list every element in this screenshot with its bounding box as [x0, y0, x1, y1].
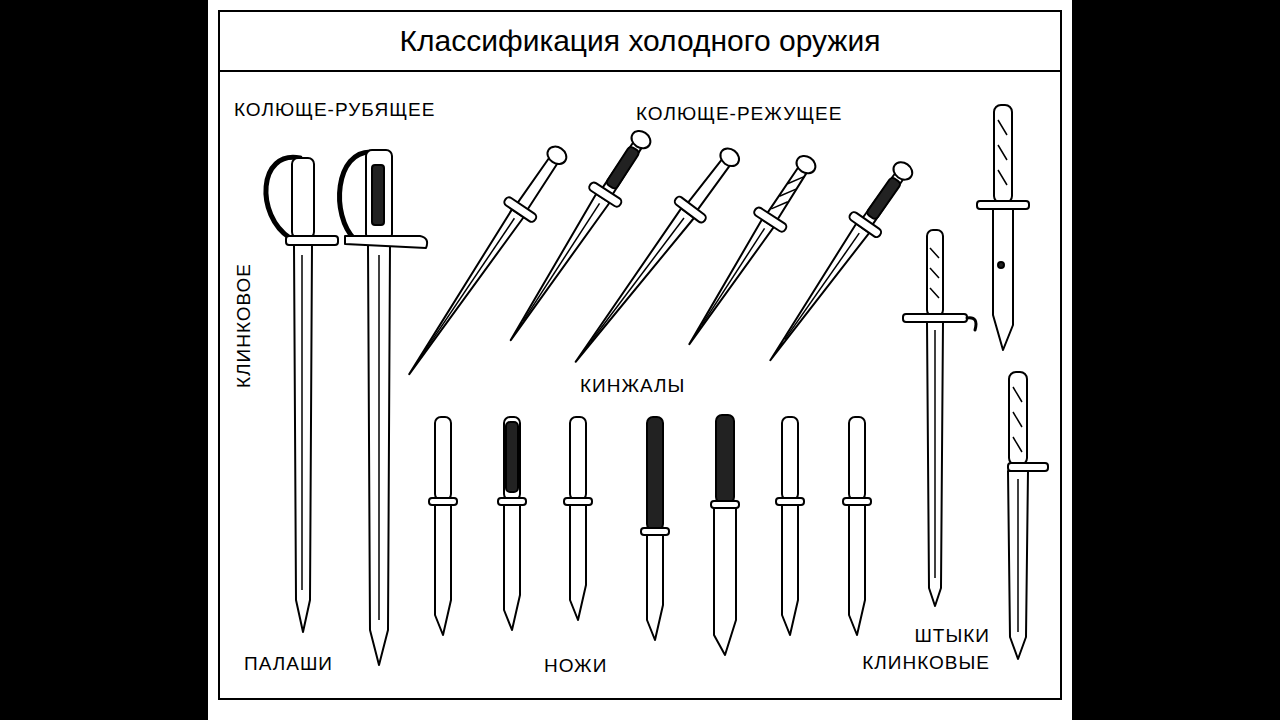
- knife-part: [716, 415, 734, 503]
- bayonet-part: [1008, 471, 1028, 659]
- knife-part: [776, 417, 804, 505]
- dagger-part: [753, 148, 826, 233]
- knife-part: [843, 417, 871, 505]
- diagram-title: Классификация холодного оружия: [400, 24, 881, 58]
- bayonet-part: [934, 330, 936, 578]
- knife-part: [570, 505, 586, 620]
- dagger-part: [523, 203, 599, 320]
- knife: [429, 417, 457, 635]
- bayonet-part: [1009, 372, 1027, 465]
- dagger: [561, 140, 749, 373]
- knife-part: [849, 505, 865, 635]
- knife-part: [782, 505, 798, 635]
- knife-part: [714, 508, 736, 655]
- bayonet-part: [977, 201, 1029, 209]
- broadsword: [266, 157, 338, 632]
- broadsword-part: [294, 245, 312, 632]
- knife-part: [498, 417, 526, 505]
- group-label: НОЖИ: [544, 652, 607, 679]
- broadsword-part: [368, 245, 390, 665]
- dagger-part: [702, 228, 765, 324]
- broadsword-part: [378, 255, 380, 620]
- group-label: КИНЖАЛЫ: [580, 372, 685, 399]
- dagger-part: [764, 224, 869, 365]
- knife-part: [647, 417, 663, 530]
- knife-part: [435, 505, 451, 635]
- knife-part: [506, 422, 518, 492]
- dagger-part: [591, 218, 684, 342]
- dagger-part: [503, 139, 576, 224]
- broadsword-part: [345, 236, 427, 248]
- bayonet-part: [993, 209, 1013, 350]
- group-label: ПАЛАШИ: [244, 650, 333, 677]
- broadsword: [340, 150, 428, 665]
- dagger: [394, 139, 576, 385]
- knife: [498, 417, 526, 630]
- knife-part: [429, 417, 457, 505]
- dagger-part: [569, 208, 694, 366]
- group-label: ШТЫКИ КЛИНКОВЫЕ: [840, 622, 990, 676]
- bayonet-part: [1017, 479, 1019, 632]
- bayonet-part: [998, 120, 1007, 185]
- broadsword-part: [372, 165, 384, 225]
- bayonet-part: [903, 314, 967, 322]
- bayonet: [903, 230, 976, 606]
- dagger-part: [504, 194, 609, 344]
- category-label: КОЛЮЩЕ-РЕЖУЩЕЕ: [636, 100, 842, 127]
- dagger-part: [403, 209, 523, 378]
- knife-part: [504, 505, 520, 630]
- category-label: КЛИНКОВОЕ: [230, 262, 257, 387]
- knife: [641, 417, 669, 640]
- knife-part: [564, 417, 592, 505]
- knife: [776, 417, 804, 635]
- bayonet-part: [927, 230, 943, 316]
- bayonet-part: [998, 262, 1004, 268]
- bayonet-part: [994, 105, 1012, 203]
- knife: [711, 415, 739, 655]
- dagger: [496, 123, 661, 350]
- dagger-part: [673, 140, 749, 224]
- dagger: [674, 148, 825, 354]
- knife: [843, 417, 871, 635]
- dagger-part: [588, 123, 661, 208]
- knife-part: [641, 528, 669, 535]
- bayonet-part: [967, 318, 976, 330]
- knife-part: [711, 501, 739, 508]
- broadsword-part: [286, 236, 338, 245]
- dagger-part: [848, 154, 922, 239]
- broadsword-part: [292, 158, 314, 238]
- dagger: [756, 154, 923, 370]
- category-label: КОЛЮЩЕ-РУБЯЩЕЕ: [234, 96, 435, 123]
- bayonet: [977, 105, 1029, 350]
- bayonet-part: [1008, 463, 1048, 471]
- dagger-part: [684, 220, 774, 348]
- bayonet-part: [927, 322, 943, 606]
- bayonet-part: [930, 248, 939, 298]
- dagger-part: [605, 146, 640, 190]
- dagger-part: [425, 218, 514, 351]
- knife: [564, 417, 592, 620]
- broadsword-part: [301, 255, 303, 590]
- broadsword-part: [366, 150, 392, 240]
- knife-part: [647, 535, 663, 640]
- bayonet: [1008, 372, 1048, 659]
- dagger-part: [771, 171, 804, 214]
- bayonet-part: [1013, 387, 1022, 452]
- dagger-part: [866, 177, 902, 221]
- dagger-part: [785, 233, 860, 339]
